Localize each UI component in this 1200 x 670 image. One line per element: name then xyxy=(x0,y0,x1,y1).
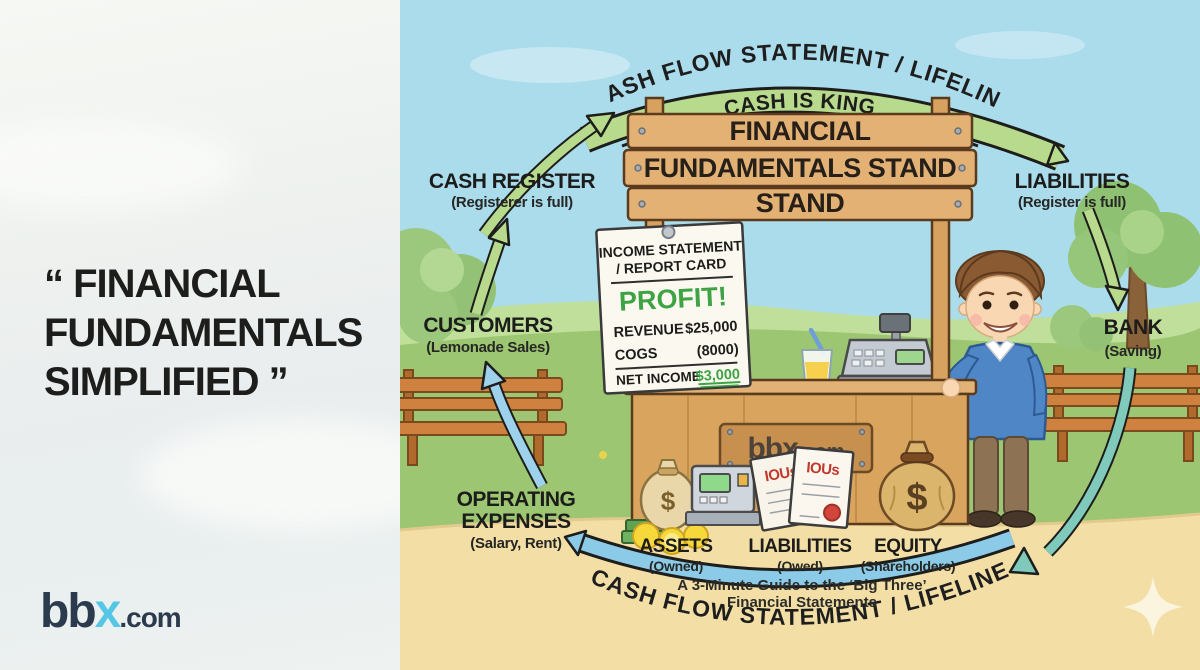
assets-sublabel: (Owned) xyxy=(649,558,703,574)
money-bag-dollar: $ xyxy=(661,486,676,516)
cloud-shape xyxy=(0,120,240,210)
illustration-scene: CASH FLOW STATEMENT / LIFELINE CASH IS K… xyxy=(400,0,1200,670)
iou-papers-icon: IOUs IOUs xyxy=(749,446,855,532)
customers-label: CUSTOMERS xyxy=(423,314,553,337)
boy-hand xyxy=(941,378,961,398)
park-bench-left xyxy=(400,369,567,466)
liabilities-sublabel: (Register is full) xyxy=(1018,194,1126,211)
node-bank: BANK (Saving) xyxy=(1104,316,1163,360)
report-row-value: $3,000 xyxy=(695,367,740,385)
customers-sublabel: (Lemonade Sales) xyxy=(426,339,550,356)
equity-label: EQUITY xyxy=(874,536,943,557)
arrow-expenses-to-customers xyxy=(480,360,548,490)
bank-sublabel: (Saving) xyxy=(1105,343,1162,360)
money-bag-dollar: $ xyxy=(906,477,927,519)
income-statement-paper: INCOME STATEMENT / REPORT CARD PROFIT! R… xyxy=(595,221,752,395)
assets-label: ASSETS xyxy=(639,536,712,557)
report-row-label: COGS xyxy=(614,346,658,364)
logo-com: .com xyxy=(119,602,181,633)
sparkle-icon xyxy=(1123,577,1183,637)
quote-line: SIMPLIFIED ” xyxy=(44,360,289,405)
sign-plank xyxy=(626,112,974,150)
sign-screws xyxy=(634,127,966,208)
report-title-1: INCOME STATEMENT xyxy=(598,237,742,261)
flower-dot xyxy=(599,451,607,459)
quote-line: “ FINANCIAL xyxy=(44,262,281,306)
band-arrowhead-icon xyxy=(1045,141,1070,167)
tagline-1: A 3-Minute Guide to the ‘Big Three’ xyxy=(677,577,926,594)
bank-label: BANK xyxy=(1104,316,1163,339)
node-cash-register: CASH REGISTER (Registerer is full) xyxy=(429,170,596,211)
assets-items: $ xyxy=(621,459,761,555)
arrow-bank-to-band xyxy=(1008,367,1137,576)
profit-label: PROFIT! xyxy=(618,281,727,317)
operating-expenses-label-1: OPERATING xyxy=(457,488,576,511)
bbx-logo: bbx.com xyxy=(40,584,182,639)
report-row-label: NET INCOME xyxy=(616,369,701,388)
cloud-shape xyxy=(470,47,630,83)
report-row-value: $25,000 xyxy=(685,319,738,338)
tree-right xyxy=(1050,181,1200,351)
cash-register-label: CASH REGISTER xyxy=(429,170,596,193)
logo-bb: bb xyxy=(40,585,97,638)
node-liabilities: LIABILITIES (Register is full) xyxy=(1015,170,1131,211)
sign-line-2: FUNDAMENTALS STAND xyxy=(644,153,956,183)
liabilities-label: LIABILITIES xyxy=(1015,170,1130,193)
arrow-liabilities-to-bank xyxy=(1081,207,1130,312)
report-row-value: (8000) xyxy=(696,342,739,360)
sign-line-1: FINANCIAL xyxy=(730,116,871,146)
liabilities-bottom-label: LIABILITIES xyxy=(748,536,851,557)
band-arrowhead-icon xyxy=(563,529,588,557)
mini-register-icon xyxy=(685,464,761,526)
iou-text: IOUs xyxy=(806,459,841,479)
cash-register-sublabel: (Registerer is full) xyxy=(451,194,573,211)
left-panel: “ FINANCIAL FUNDAMENTALS SIMPLIFIED ” bb… xyxy=(0,0,460,670)
report-title-2: / REPORT CARD xyxy=(616,255,727,277)
arrow-register-to-band xyxy=(478,111,616,238)
balance-sheet-labels: ASSETS (Owned) LIABILITIES (Owed) EQUITY… xyxy=(639,536,955,611)
quote-line: FUNDAMENTALS xyxy=(44,311,363,356)
equity-money-bag-icon: $ xyxy=(878,440,956,532)
lemon-slice-icon xyxy=(664,533,680,549)
bottom-cashflow-band xyxy=(563,528,1016,589)
operating-expenses-label-2: EXPENSES xyxy=(461,510,571,533)
sign-line-3: STAND xyxy=(756,188,845,218)
arrow-customers-to-register xyxy=(469,217,511,316)
operating-expenses-sublabel: (Salary, Rent) xyxy=(470,535,562,552)
report-row-label: REVENUE xyxy=(613,321,684,341)
node-operating-expenses: OPERATING EXPENSES (Salary, Rent) xyxy=(457,488,576,552)
sign-plank xyxy=(622,148,978,188)
cloud-shape xyxy=(955,31,1085,59)
node-customers: CUSTOMERS (Lemonade Sales) xyxy=(423,314,553,356)
wax-seal-icon xyxy=(823,503,842,522)
pin-icon xyxy=(661,225,676,240)
sign-plank xyxy=(626,186,974,222)
iou-text: IOUs xyxy=(763,463,799,486)
equity-sublabel: (Shareholders) xyxy=(861,558,956,574)
tagline-2: Financial Statements xyxy=(727,594,877,611)
liabilities-bottom-sublabel: (Owed) xyxy=(777,558,823,574)
logo-x: x xyxy=(94,585,122,638)
quote-text: “ FINANCIAL FUNDAMENTALS SIMPLIFIED ” xyxy=(44,260,363,408)
